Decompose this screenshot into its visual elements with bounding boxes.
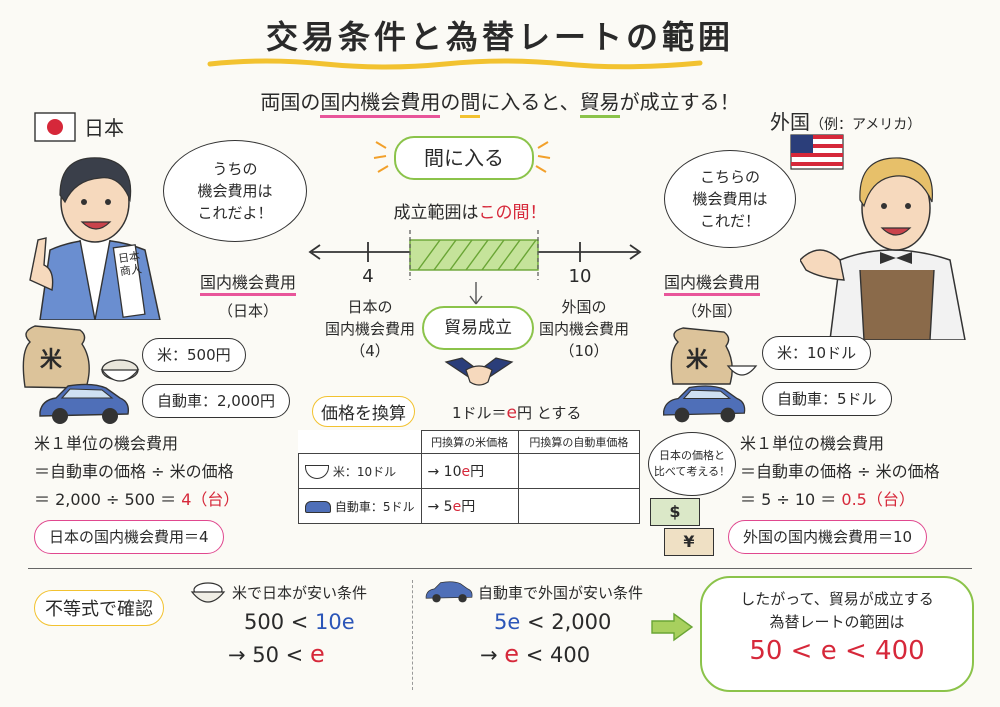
car-icon bbox=[425, 581, 473, 603]
table-cell-car-yen bbox=[517, 488, 641, 524]
page-title: 交易条件と為替レートの範囲 bbox=[265, 18, 734, 56]
foreign-rice-bag-char: 米 bbox=[686, 348, 709, 373]
trade-ok-cloud: 貿易成立 bbox=[422, 306, 534, 350]
rice-bowl-icon bbox=[305, 465, 329, 479]
foreign-rice-bag-icon bbox=[670, 327, 758, 385]
car-mini-icon bbox=[305, 501, 331, 513]
foreign-car-price: 自動車：5ドル bbox=[762, 382, 892, 416]
rice-bag-icon bbox=[22, 325, 140, 389]
table-cell-item: 米：10ドル bbox=[298, 453, 422, 489]
title-underline bbox=[207, 58, 703, 70]
between-label: 間に入る bbox=[394, 136, 534, 180]
table-header-cell bbox=[298, 430, 422, 454]
rice-bowl-icon bbox=[190, 582, 226, 603]
japan-label: 日本 bbox=[84, 116, 124, 140]
foreign-cost-sub: （外国） bbox=[681, 302, 742, 320]
japan-cost-title: 国内機会費用 bbox=[186, 272, 310, 296]
table-cell-item: 自動車：5ドル bbox=[298, 488, 422, 524]
rice-condition: 米で日本が安い条件 bbox=[232, 584, 368, 602]
rice-result: → 50 < e bbox=[228, 640, 325, 668]
compare-bubble: 日本の価格と 比べて考える！ bbox=[648, 432, 736, 496]
left-caption: 日本の 国内機会費用 （4） bbox=[324, 298, 415, 360]
conclusion-box: したがって、貿易が成立する 為替レートの範囲は 50 < e < 400 bbox=[700, 576, 974, 692]
conclusion-range: 50 < e < 400 bbox=[749, 636, 925, 666]
table-header-cell: 円換算の米価格 bbox=[420, 430, 519, 454]
usa-flag-icon bbox=[790, 134, 844, 170]
table-row: 米：10ドル → 10e円 bbox=[298, 453, 641, 489]
foreign-label: 外国（例：アメリカ） bbox=[770, 110, 922, 134]
trade-connector bbox=[469, 282, 483, 305]
section-divider bbox=[28, 568, 972, 569]
japan-flag-icon bbox=[34, 112, 76, 142]
japan-calc: 米１単位の機会費用 ＝自動車の価格 ÷ 米の価格 ＝ 2,000 ÷ 500 ＝… bbox=[34, 434, 240, 509]
range-note: 成立範囲はこの間！ bbox=[393, 203, 547, 223]
section-dash bbox=[412, 580, 413, 690]
table-cell-rice-yen: → 10e円 bbox=[420, 453, 519, 489]
rice-inequality: 500 < 10e bbox=[244, 610, 355, 634]
tick-left: 4 bbox=[362, 266, 374, 287]
foreign-merchant-illustration bbox=[800, 157, 966, 340]
merchant-sash-text: 日本商人 bbox=[117, 249, 143, 279]
japan-merchant-illustration bbox=[29, 157, 161, 320]
foreign-rice-price: 米：10ドル bbox=[762, 336, 872, 370]
japan-cost-sub: （日本） bbox=[217, 302, 278, 320]
table-cell-car-yen bbox=[517, 453, 641, 489]
japan-result: 日本の国内機会費用＝4 bbox=[34, 520, 224, 554]
tick-right: 10 bbox=[568, 266, 592, 287]
foreign-result: 外国の国内機会費用＝10 bbox=[728, 520, 928, 554]
table-cell-rice-yen: → 5e円 bbox=[420, 488, 519, 524]
foreign-speech-bubble: こちらの 機会費用は これだ！ bbox=[664, 150, 796, 248]
rice-bag-char: 米 bbox=[40, 348, 63, 373]
japan-rice-price: 米：500円 bbox=[142, 338, 246, 372]
car-inequality: 5e < 2,000 bbox=[494, 610, 612, 634]
number-line bbox=[308, 230, 642, 280]
dollar-note-icon: $ bbox=[650, 498, 700, 526]
table-header-row: 円換算の米価格 円換算の自動車価格 bbox=[298, 430, 641, 454]
conversion-rule: 1ドル＝e円 とする bbox=[452, 403, 582, 423]
japan-speech-bubble: うちの 機会費用は これだよ！ bbox=[163, 140, 307, 242]
conversion-table: 円換算の米価格 円換算の自動車価格 米：10ドル → 10e円 自動車：5ドル … bbox=[298, 430, 641, 524]
subtitle: 両国の国内機会費用の間に入ると、貿易が成立する！ bbox=[0, 86, 1000, 118]
car-condition: 自動車で外国が安い条件 bbox=[478, 584, 644, 602]
foreign-car-icon bbox=[663, 385, 746, 423]
foreign-cost-title: 国内機会費用 bbox=[650, 272, 774, 296]
sparkle-lines bbox=[373, 141, 551, 173]
car-icon bbox=[39, 383, 130, 424]
foreign-calc: 米１単位の機会費用 ＝自動車の価格 ÷ 米の価格 ＝ 5 ÷ 10 ＝ 0.5（… bbox=[740, 434, 940, 509]
inequality-title: 不等式で確認 bbox=[34, 590, 164, 626]
yen-note-icon: ¥ bbox=[664, 528, 714, 556]
japan-car-price: 自動車：2,000円 bbox=[142, 384, 290, 418]
right-caption: 外国の 国内機会費用 （10） bbox=[538, 298, 629, 360]
handshake-icon bbox=[444, 357, 514, 386]
table-header-cell: 円換算の自動車価格 bbox=[517, 430, 641, 454]
conversion-title: 価格を換算 bbox=[312, 396, 415, 427]
car-result: → e < 400 bbox=[480, 640, 591, 668]
table-row: 自動車：5ドル → 5e円 bbox=[298, 488, 641, 524]
arrow-right-icon bbox=[651, 612, 694, 642]
